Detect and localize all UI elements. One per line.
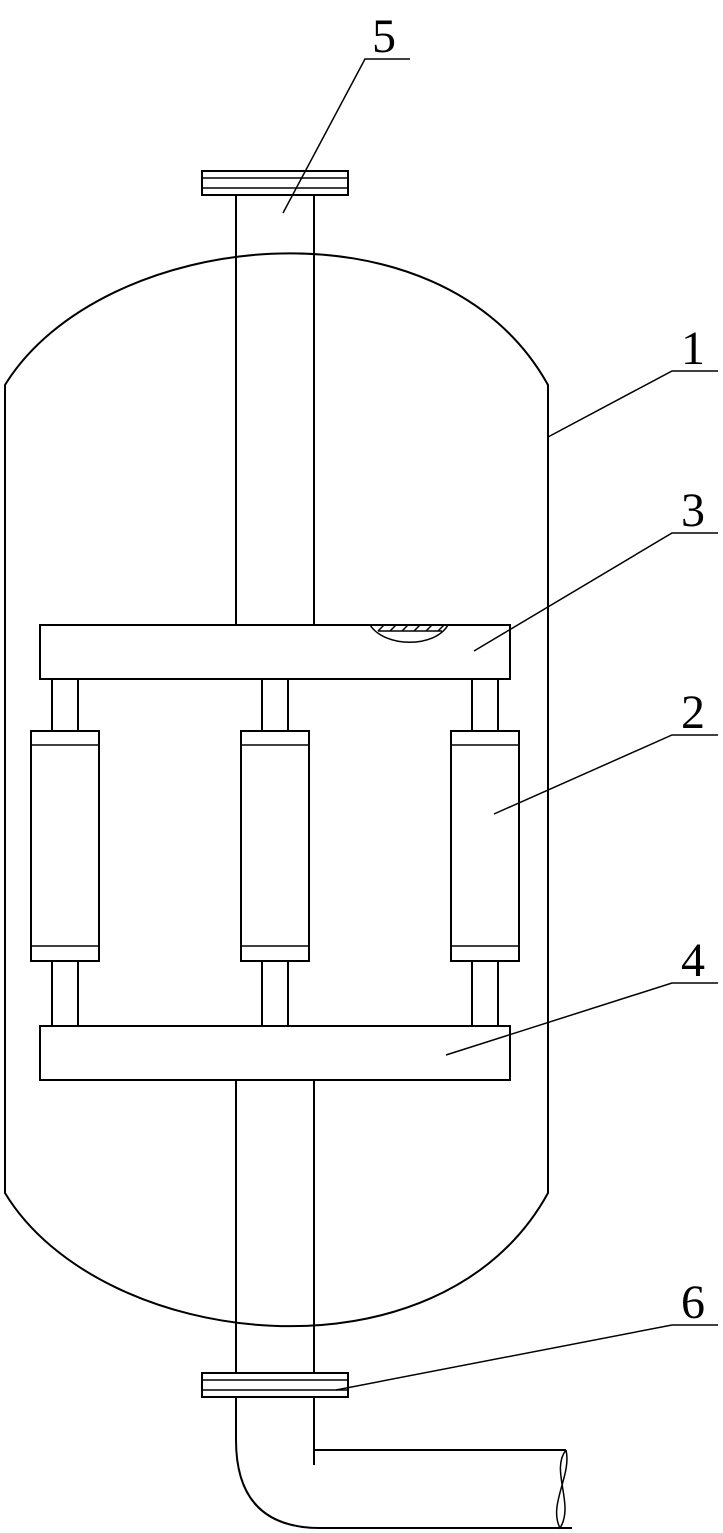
label-vessel: 1 [681,322,705,375]
label-lower-plate: 4 [681,934,705,987]
label-elements: 2 [681,686,705,739]
outlet-pipe [201,1080,572,1530]
label-outlet-pipe: 6 [681,1276,705,1329]
inlet-pipe [201,170,349,625]
label-inlet-pipe: 5 [372,10,396,63]
filter-element-left [30,678,100,1027]
filter-element-middle [240,678,310,1027]
filter-element-right [450,678,520,1027]
pipe-break-symbol [555,1449,568,1530]
leader-lines [282,58,718,1391]
lower-plate [39,1025,511,1081]
outlet-flange [201,1372,349,1398]
upper-plate [39,624,511,680]
upper-plate-weld [369,624,449,643]
vessel-shell [4,252,549,1328]
inlet-flange [201,170,349,196]
label-upper-plate: 3 [681,484,705,537]
